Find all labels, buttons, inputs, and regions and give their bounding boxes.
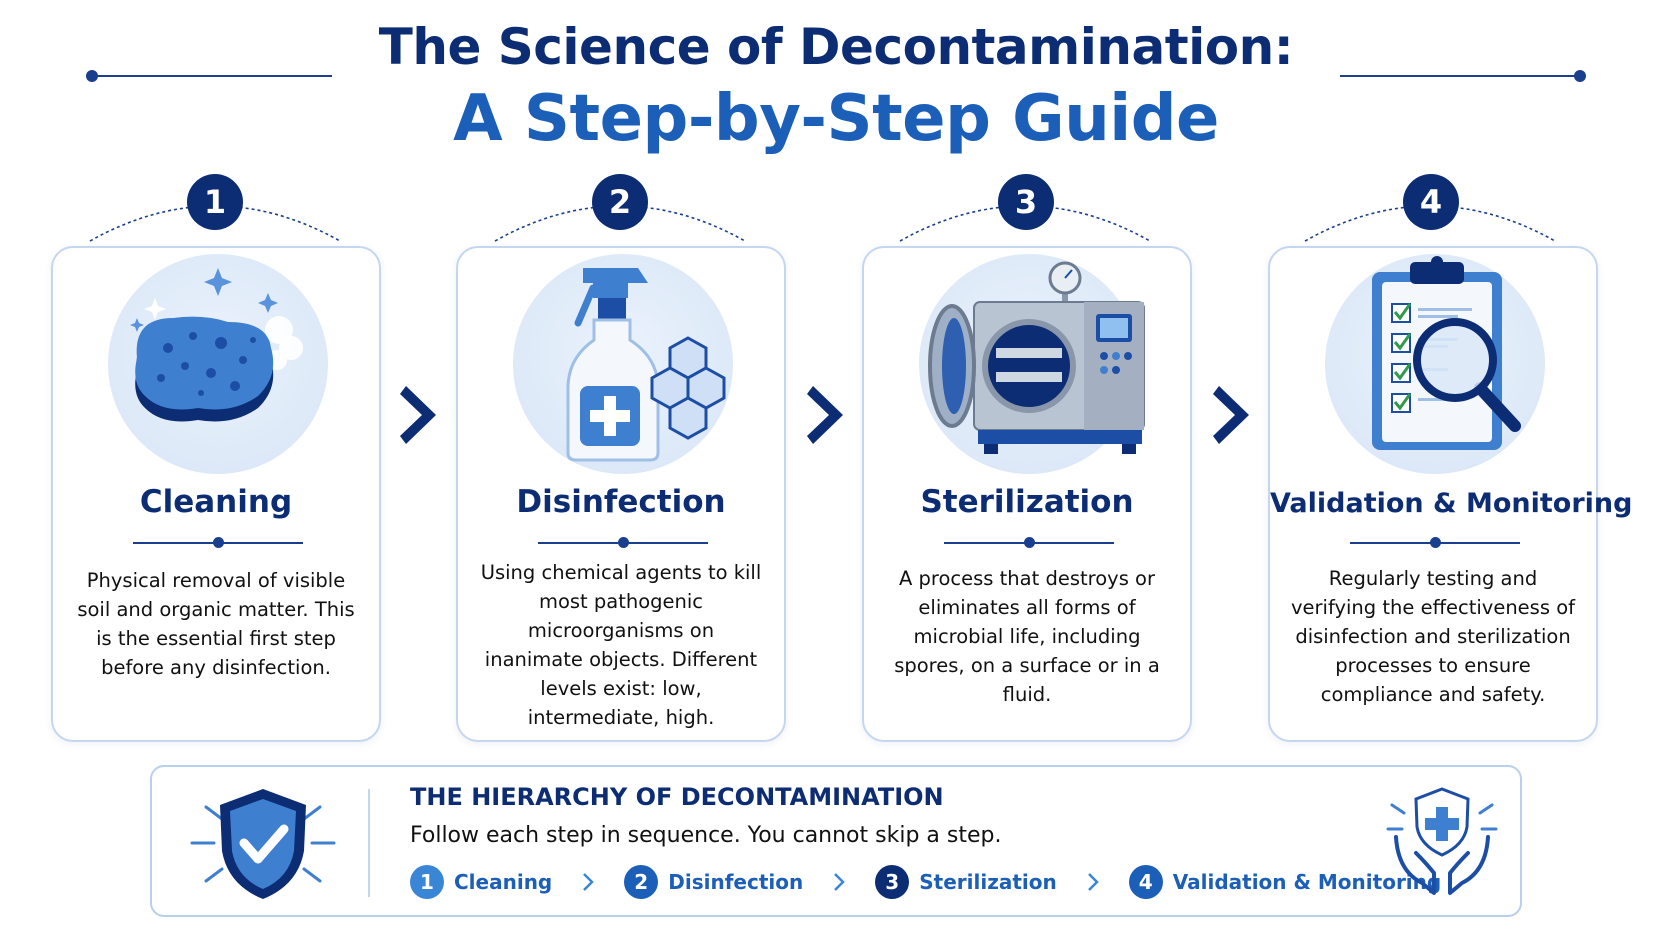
hierarchy-step-label: Sterilization: [919, 870, 1057, 894]
step-card-title: Cleaning: [139, 484, 293, 520]
step-card-cleaning: Cleaning Physical removal of visible soi…: [51, 246, 381, 742]
shield-check-icon: [190, 789, 336, 899]
chevron-right-icon: [583, 873, 595, 891]
hierarchy-step-label: Validation & Monitoring: [1172, 870, 1442, 894]
card-divider-dot: [213, 537, 224, 548]
chevron-right-icon: [1213, 386, 1249, 444]
hierarchy-step-number: 4: [1128, 865, 1163, 899]
hierarchy-steps: 1 Cleaning 2 Disinfection 3 Sterilizatio…: [410, 865, 1441, 899]
page-subtitle: A Step-by-Step Guide: [453, 82, 1219, 156]
hierarchy-step-label: Disinfection: [668, 870, 804, 894]
hierarchy-step-number: 2: [624, 865, 659, 899]
autoclave-icon: [928, 261, 1145, 454]
hierarchy-step-number: 3: [875, 865, 910, 899]
step-card-title: Disinfection: [516, 484, 726, 520]
hierarchy-step-validation-monitoring: 4 Validation & Monitoring: [1128, 865, 1442, 899]
title-decoration-left-dot: [86, 70, 98, 82]
hierarchy-subtext: Follow each step in sequence. You cannot…: [410, 823, 1002, 848]
chevron-right-icon: [807, 386, 843, 444]
hierarchy-step-disinfection: 2 Disinfection: [624, 865, 803, 899]
step-2-number: 2: [592, 174, 648, 230]
hands-medical-cross-icon: [1386, 787, 1498, 895]
sponge-icon: [130, 268, 303, 422]
step-card-description: Using chemical agents to kill most patho…: [480, 561, 762, 729]
card-divider-dot: [618, 537, 629, 548]
step-4-number: 4: [1403, 174, 1459, 230]
chevron-right-icon: [1087, 873, 1099, 891]
step-1-number: 1: [187, 174, 243, 230]
page-title: The Science of Decontamination:: [378, 18, 1294, 76]
step-3-number: 3: [998, 174, 1054, 230]
step-card-disinfection: Disinfection Using chemical agents to ki…: [456, 246, 786, 742]
hierarchy-panel: THE HIERARCHY OF DECONTAMINATION Follow …: [150, 765, 1522, 917]
chevron-right-icon: [834, 873, 846, 891]
step-card-title: Sterilization: [920, 484, 1134, 520]
hierarchy-step-cleaning: 1 Cleaning: [410, 865, 552, 899]
step-card-title: Validation & Monitoring: [1270, 488, 1633, 519]
hierarchy-heading: THE HIERARCHY OF DECONTAMINATION: [410, 783, 944, 811]
clipboard-magnifier-icon: [1372, 256, 1521, 450]
step-card-description: Regularly testing and verifying the effe…: [1290, 567, 1575, 706]
hierarchy-step-label: Cleaning: [454, 870, 553, 894]
step-card-validation-monitoring: Validation & Monitoring Regularly testin…: [1268, 246, 1633, 742]
title-decoration-right-dot: [1574, 70, 1586, 82]
card-divider-dot: [1430, 537, 1441, 548]
step-card-sterilization: Sterilization A process that destroys or…: [862, 246, 1192, 742]
step-card-description: A process that destroys or eliminates al…: [894, 567, 1160, 706]
panel-divider: [368, 789, 370, 897]
step-card-description: Physical removal of visible soil and org…: [77, 569, 355, 679]
title-decoration-right: [1340, 75, 1580, 77]
chevron-right-icon: [400, 386, 436, 444]
hierarchy-step-number: 1: [410, 865, 444, 899]
hierarchy-step-sterilization: 3 Sterilization: [875, 865, 1057, 899]
card-divider-dot: [1024, 537, 1035, 548]
spray-bottle-icon: [566, 268, 726, 462]
title-decoration-left: [92, 75, 332, 77]
